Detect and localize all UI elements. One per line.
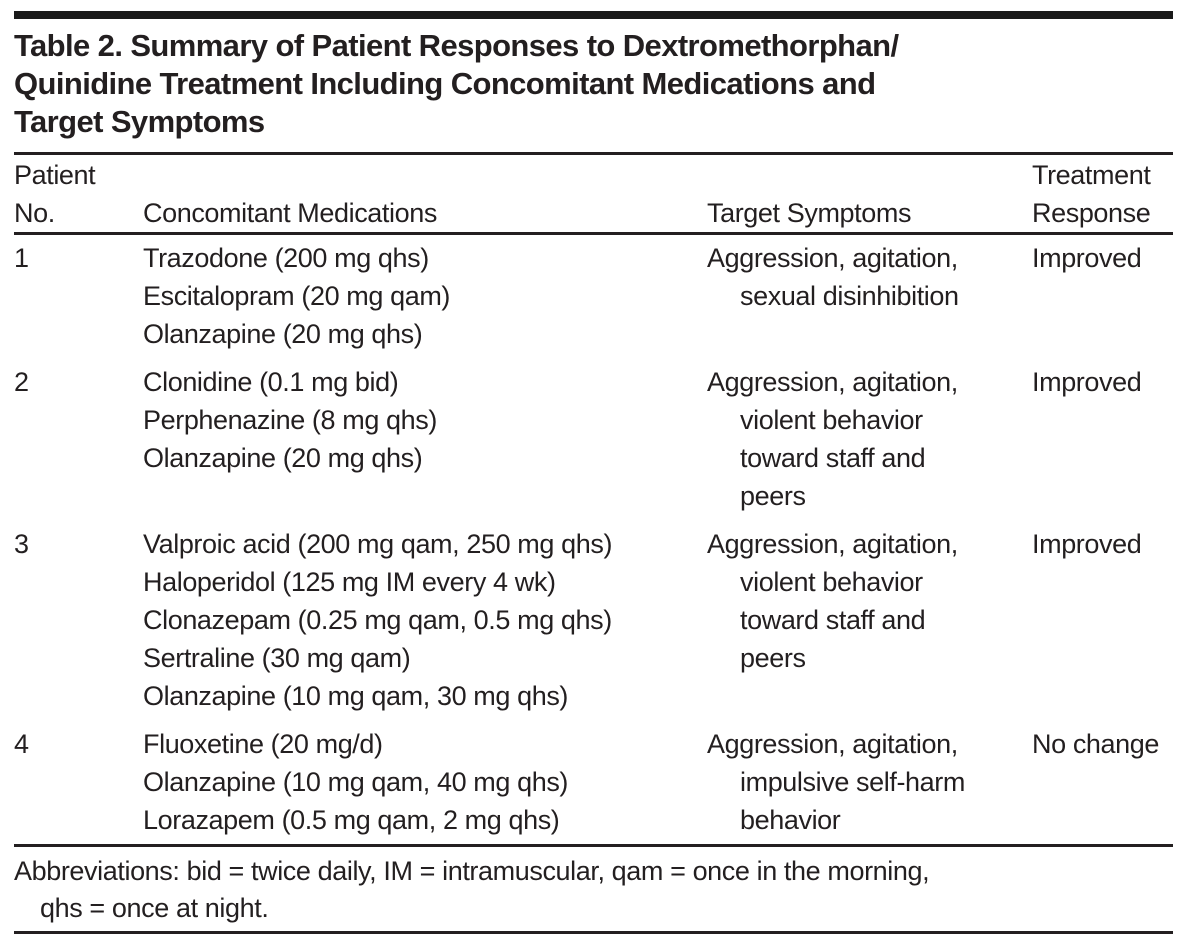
abbreviations-footnote: Abbreviations: bid = twice daily, IM = i… xyxy=(14,847,1173,931)
patient-no-cell: 1 xyxy=(14,239,143,353)
symptom-line: Aggression, agitation, xyxy=(707,367,958,397)
table-header-row: Patient No. Concomitant Medications Targ… xyxy=(14,155,1173,232)
symptoms-cell: Aggression, agitation, violent behavior to… xyxy=(707,363,1032,515)
patient-no-cell: 4 xyxy=(14,725,143,839)
column-header-concomitant-medications: Concomitant Medications xyxy=(143,194,707,232)
medication-line: Fluoxetine (20 mg/d) xyxy=(143,729,383,759)
symptoms-cell: Aggression, agitation, sexual disinhibiti… xyxy=(707,239,1032,353)
column-header-patient-no: Patient No. xyxy=(14,156,143,232)
header-divider-rule xyxy=(14,232,1173,235)
patient-no: 1 xyxy=(14,243,29,273)
symptom-line: toward staff and xyxy=(740,605,926,635)
abbreviations-footnote-line2: qhs = once at night. xyxy=(40,893,269,923)
table-title-line: Target Symptoms xyxy=(14,104,265,139)
table-row: 2 Clonidine (0.1 mg bid) Perphenazine (8 … xyxy=(14,363,1173,515)
medication-line: Olanzapine (10 mg qam, 30 mg qhs) xyxy=(143,681,569,711)
treatment-response-cell: No change xyxy=(1032,725,1173,839)
symptom-line: Aggression, agitation, xyxy=(707,729,958,759)
abbreviations-footnote-line1: Abbreviations: bid = twice daily, IM = i… xyxy=(14,856,930,886)
medication-line: Sertraline (30 mg qam) xyxy=(143,643,411,673)
column-header-treatment-response: Treatment Response xyxy=(1032,156,1173,232)
column-header-target-symptoms: Target Symptoms xyxy=(707,194,1032,232)
patient-no: 4 xyxy=(14,729,29,759)
symptoms-cell: Aggression, agitation, violent behavior to… xyxy=(707,525,1032,715)
patient-no-cell: 2 xyxy=(14,363,143,515)
symptom-line: sexual disinhibition xyxy=(740,281,959,311)
column-header-patient-no-line1: Patient xyxy=(14,160,96,190)
table-row: 1 Trazodone (200 mg qhs) Escitalopram (20… xyxy=(14,239,1173,353)
medication-line: Olanzapine (20 mg qhs) xyxy=(143,443,423,473)
symptom-line: violent behavior xyxy=(740,567,923,597)
table-title-line: Quinidine Treatment Including Concomitan… xyxy=(14,66,876,101)
patient-no-cell: 3 xyxy=(14,525,143,715)
column-header-treatment-response-line2: Response xyxy=(1032,198,1151,228)
medications-cell: Clonidine (0.1 mg bid) Perphenazine (8 mg… xyxy=(143,363,707,515)
table-bottom-rule xyxy=(14,931,1173,934)
footnote-divider-rule xyxy=(14,844,1173,847)
treatment-response: No change xyxy=(1032,729,1159,759)
medication-line: Escitalopram (20 mg qam) xyxy=(143,281,451,311)
treatment-response: Improved xyxy=(1032,529,1142,559)
treatment-response: Improved xyxy=(1032,243,1142,273)
column-header-treatment-response-line1: Treatment xyxy=(1032,160,1151,190)
table-title-line: Table 2. Summary of Patient Responses to… xyxy=(14,28,899,63)
medication-line: Olanzapine (10 mg qam, 40 mg qhs) xyxy=(143,767,569,797)
medications-cell: Fluoxetine (20 mg/d) Olanzapine (10 mg qa… xyxy=(143,725,707,839)
top-margin xyxy=(14,0,1173,11)
medication-line: Perphenazine (8 mg qhs) xyxy=(143,405,437,435)
symptoms-cell: Aggression, agitation, impulsive self-har… xyxy=(707,725,1032,839)
patient-no: 2 xyxy=(14,367,29,397)
symptom-line: peers xyxy=(740,481,806,511)
medication-line: Olanzapine (20 mg qhs) xyxy=(143,319,423,349)
treatment-response-cell: Improved xyxy=(1032,525,1173,715)
symptom-line: Aggression, agitation, xyxy=(707,529,958,559)
treatment-response-cell: Improved xyxy=(1032,363,1173,515)
medication-line: Valproic acid (200 mg qam, 250 mg qhs) xyxy=(143,529,613,559)
column-header-patient-no-line2: No. xyxy=(14,198,55,228)
treatment-response-cell: Improved xyxy=(1032,239,1173,353)
medication-line: Trazodone (200 mg qhs) xyxy=(143,243,429,273)
treatment-response: Improved xyxy=(1032,367,1142,397)
column-header-concomitant-medications-label: Concomitant Medications xyxy=(143,198,437,228)
patient-no: 3 xyxy=(14,529,29,559)
table-top-rule xyxy=(14,11,1173,19)
symptom-line: behavior xyxy=(740,805,841,835)
table-title: Table 2. Summary of Patient Responses to… xyxy=(14,19,1173,152)
symptom-line: Aggression, agitation, xyxy=(707,243,958,273)
table-body: 1 Trazodone (200 mg qhs) Escitalopram (20… xyxy=(14,235,1173,844)
symptom-line: violent behavior xyxy=(740,405,923,435)
medication-line: Lorazapem (0.5 mg qam, 2 mg qhs) xyxy=(143,805,560,835)
table-row: 4 Fluoxetine (20 mg/d) Olanzapine (10 mg … xyxy=(14,725,1173,839)
table-row: 3 Valproic acid (200 mg qam, 250 mg qhs)… xyxy=(14,525,1173,715)
medication-line: Clonazepam (0.25 mg qam, 0.5 mg qhs) xyxy=(143,605,612,635)
symptom-line: impulsive self-harm xyxy=(740,767,965,797)
symptom-line: toward staff and xyxy=(740,443,926,473)
medications-cell: Trazodone (200 mg qhs) Escitalopram (20 m… xyxy=(143,239,707,353)
column-header-target-symptoms-label: Target Symptoms xyxy=(707,198,912,228)
medication-line: Haloperidol (125 mg IM every 4 wk) xyxy=(143,567,556,597)
title-divider-rule xyxy=(14,152,1173,155)
medications-cell: Valproic acid (200 mg qam, 250 mg qhs) Ha… xyxy=(143,525,707,715)
medication-line: Clonidine (0.1 mg bid) xyxy=(143,367,399,397)
symptom-line: peers xyxy=(740,643,806,673)
